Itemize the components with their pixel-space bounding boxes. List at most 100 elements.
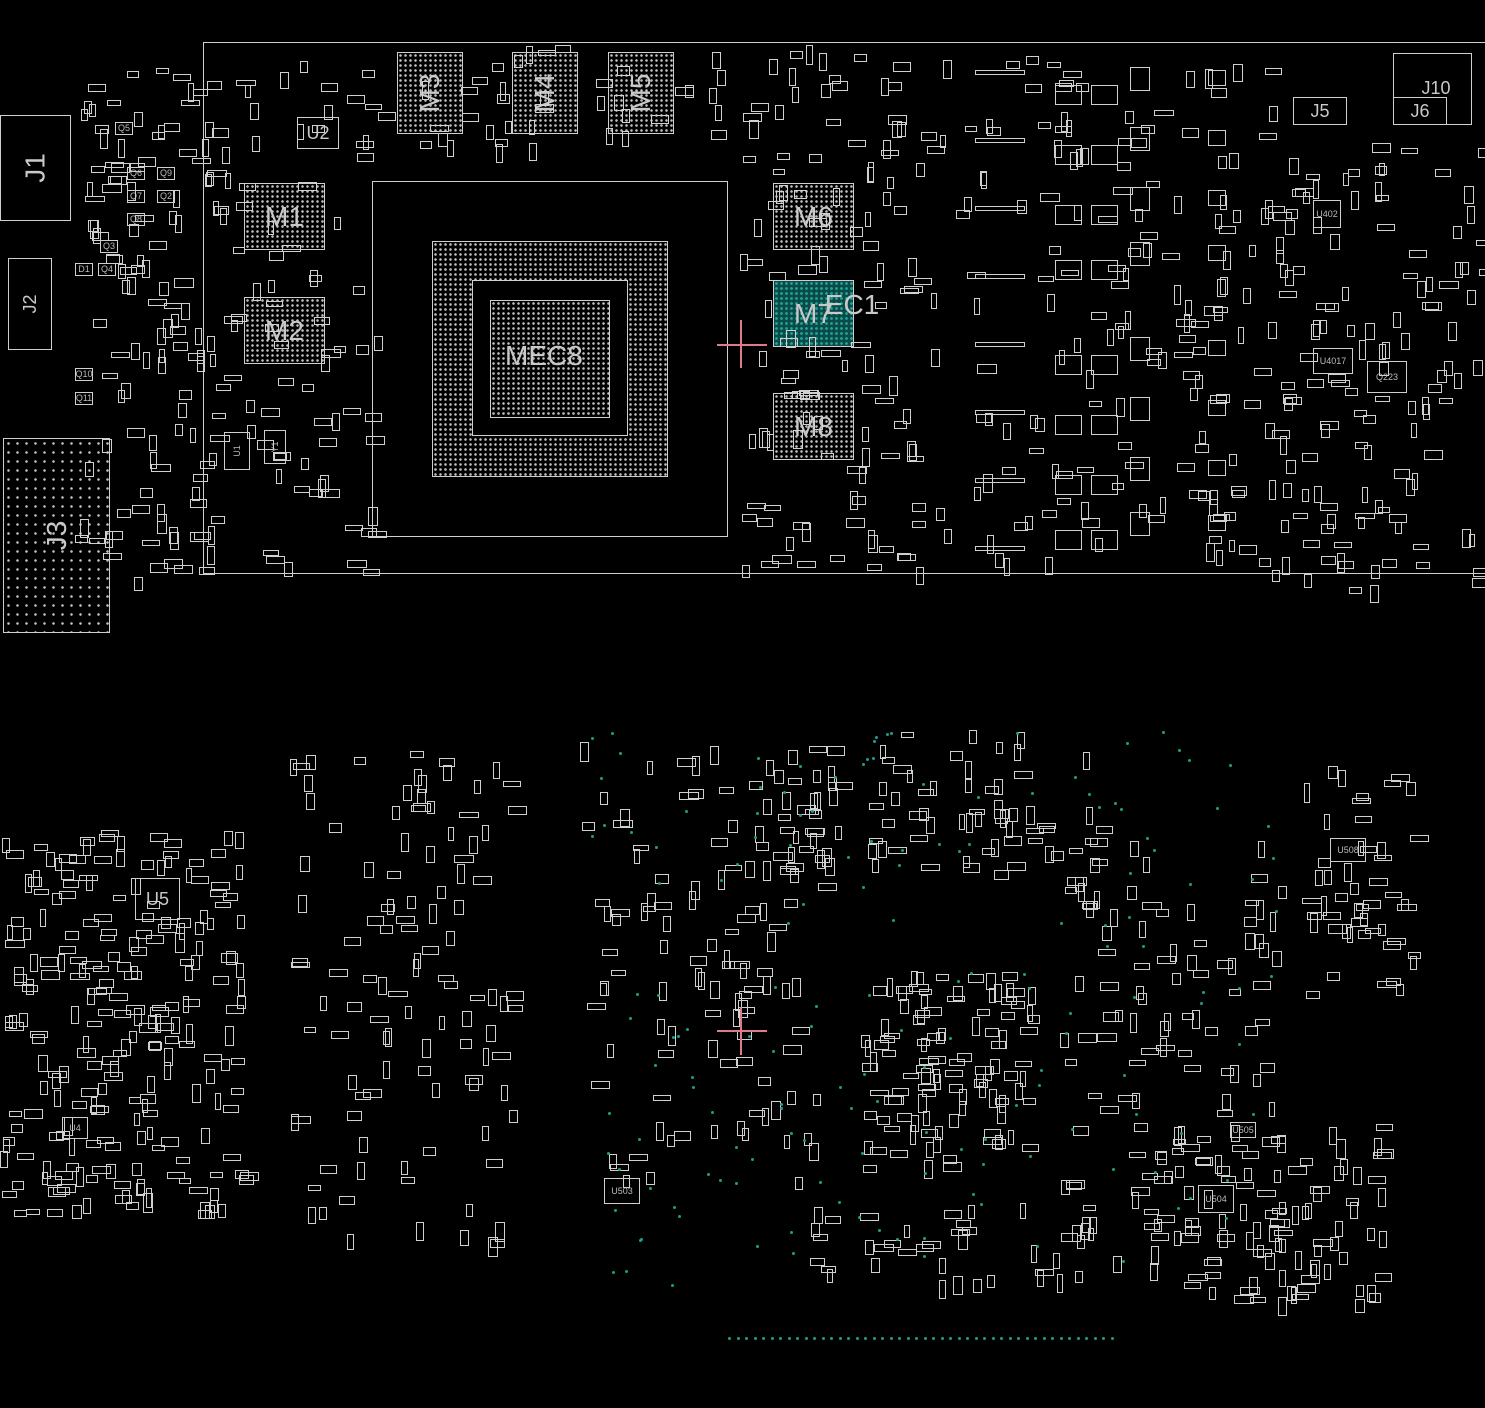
passive-component[interactable]	[405, 1006, 413, 1020]
passive-component[interactable]	[454, 900, 464, 915]
passive-component[interactable]	[318, 479, 326, 499]
passive-component[interactable]	[754, 219, 763, 237]
passive-component[interactable]	[1233, 64, 1243, 83]
passive-component[interactable]	[1116, 398, 1126, 418]
passive-component[interactable]	[225, 173, 232, 190]
passive-component[interactable]	[202, 139, 209, 158]
passive-component[interactable]	[1132, 1192, 1139, 1210]
passive-component[interactable]	[208, 526, 215, 545]
passive-component[interactable]	[32, 1034, 46, 1044]
passive-component[interactable]	[1077, 467, 1094, 474]
passive-component[interactable]	[1198, 491, 1211, 501]
passive-component[interactable]	[979, 1082, 987, 1099]
passive-component[interactable]	[985, 413, 994, 427]
passive-component[interactable]	[949, 1084, 963, 1094]
passive-component[interactable]	[231, 1088, 244, 1095]
passive-component[interactable]	[1102, 926, 1112, 941]
passive-component[interactable]	[761, 561, 780, 568]
passive-component[interactable]	[363, 975, 377, 984]
passive-component[interactable]	[1244, 917, 1258, 927]
passive-component[interactable]	[797, 561, 817, 569]
passive-component[interactable]	[629, 1154, 649, 1161]
passive-component[interactable]	[1174, 1231, 1182, 1246]
passive-component[interactable]	[59, 946, 76, 955]
passive-component[interactable]	[1181, 1144, 1200, 1152]
passive-component[interactable]	[690, 956, 708, 966]
passive-component[interactable]	[5, 940, 25, 948]
passive-component[interactable]	[928, 1056, 947, 1065]
passive-component[interactable]	[1008, 1130, 1015, 1145]
passive-component[interactable]	[1367, 1228, 1375, 1242]
passive-component[interactable]	[1280, 436, 1288, 456]
passive-component[interactable]	[1221, 1068, 1234, 1076]
passive-component[interactable]	[1320, 421, 1340, 431]
passive-component[interactable]	[1439, 281, 1459, 289]
passive-component[interactable]	[1115, 1010, 1124, 1023]
passive-component[interactable]	[496, 144, 503, 163]
passive-component[interactable]	[1265, 68, 1283, 75]
passive-component[interactable]	[169, 527, 179, 544]
passive-component[interactable]	[1286, 460, 1296, 474]
passive-component[interactable]	[1320, 503, 1338, 512]
passive-component[interactable]	[1353, 1167, 1362, 1186]
passive-component[interactable]	[1347, 325, 1356, 338]
passive-component[interactable]	[609, 1154, 617, 1170]
passive-component[interactable]	[1376, 1124, 1394, 1131]
passive-component[interactable]	[1238, 327, 1245, 345]
passive-component[interactable]	[312, 125, 326, 134]
passive-component[interactable]	[870, 1147, 888, 1155]
passive-component[interactable]	[711, 1125, 718, 1140]
passive-component[interactable]	[778, 814, 791, 822]
passive-component[interactable]	[814, 416, 824, 430]
passive-component[interactable]	[1349, 587, 1362, 595]
passive-component[interactable]	[80, 837, 95, 846]
passive-component[interactable]	[210, 890, 228, 898]
passive-component[interactable]	[622, 131, 629, 148]
passive-component[interactable]	[1334, 1166, 1344, 1181]
passive-component[interactable]	[505, 121, 512, 134]
passive-component[interactable]	[99, 834, 115, 843]
passive-component[interactable]	[127, 71, 139, 78]
mosfet[interactable]	[1091, 530, 1118, 550]
passive-component[interactable]	[1066, 120, 1073, 137]
passive-component[interactable]	[474, 780, 482, 795]
passive-component[interactable]	[830, 555, 845, 562]
passive-component[interactable]	[1187, 904, 1195, 922]
passive-component[interactable]	[347, 1111, 363, 1121]
passive-component[interactable]	[903, 409, 912, 424]
passive-component[interactable]	[656, 1122, 664, 1141]
passive-component[interactable]	[865, 212, 872, 228]
passive-component[interactable]	[118, 139, 126, 158]
passive-component[interactable]	[1231, 1125, 1240, 1143]
passive-component[interactable]	[1162, 253, 1180, 260]
passive-component[interactable]	[1080, 148, 1090, 165]
passive-component[interactable]	[1061, 1233, 1078, 1243]
passive-component[interactable]	[1164, 1013, 1172, 1031]
passive-component[interactable]	[206, 1069, 216, 1085]
passive-component[interactable]	[1379, 362, 1389, 376]
passive-component[interactable]	[107, 100, 122, 107]
passive-component[interactable]	[809, 1143, 819, 1162]
passive-component[interactable]	[1090, 838, 1108, 847]
passive-component[interactable]	[190, 532, 210, 542]
passive-component[interactable]	[1004, 1071, 1018, 1081]
passive-component[interactable]	[809, 218, 828, 228]
passive-component[interactable]	[493, 762, 500, 780]
passive-component[interactable]	[1350, 883, 1359, 896]
passive-component[interactable]	[143, 1110, 159, 1117]
passive-component[interactable]	[223, 1105, 240, 1113]
passive-component[interactable]	[204, 1054, 223, 1062]
passive-component[interactable]	[357, 1162, 365, 1180]
passive-component[interactable]	[103, 553, 123, 560]
passive-component[interactable]	[1112, 483, 1125, 491]
passive-component[interactable]	[301, 458, 309, 471]
passive-component[interactable]	[189, 859, 205, 868]
passive-component[interactable]	[226, 951, 236, 966]
passive-component[interactable]	[69, 855, 86, 864]
passive-component[interactable]	[1347, 927, 1354, 943]
passive-component[interactable]	[1060, 1033, 1069, 1049]
passive-component[interactable]	[909, 811, 928, 821]
passive-component[interactable]	[1460, 262, 1470, 276]
passive-component[interactable]	[798, 265, 818, 275]
mosfet-small[interactable]	[1208, 70, 1226, 86]
